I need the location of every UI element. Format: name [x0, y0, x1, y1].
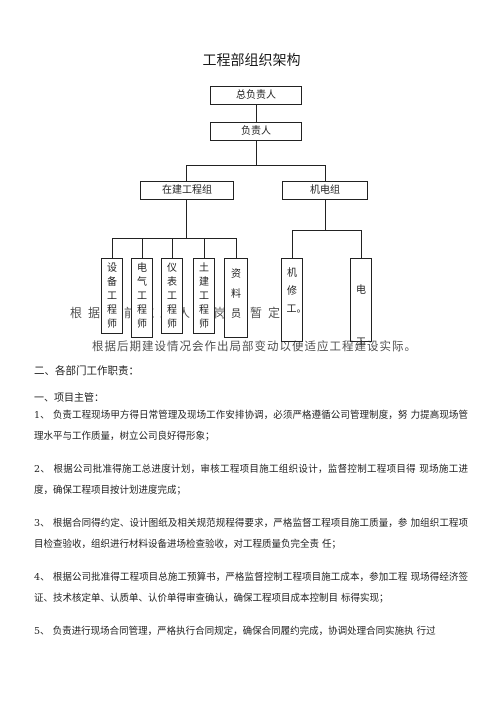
org-box-equipment-engineer: 设备工程师 [101, 258, 123, 334]
connector-line [256, 140, 257, 165]
connector-line [112, 238, 236, 239]
connector-line [292, 230, 293, 258]
connector-line [325, 200, 326, 230]
org-box-electrical-engineer: 电气工程师 [131, 258, 153, 338]
overlap-text-line2: 根据后期建设情况会作出局部变动以便适应工程建设实际。 [92, 339, 417, 353]
sub-heading: 一、项目主管： [34, 393, 104, 404]
duty-item: 3、 根据合同得约定、设计图纸及相关规范规程得要求，严格监督工程项目施工质量，参… [34, 518, 468, 550]
duty-item: 2、 根据公司批准得施工总进度计划，审核工程项目施工组织设计，监督控制工程项目得… [34, 464, 468, 496]
connector-line [142, 238, 143, 258]
org-box-label: 仪表工程师 [167, 263, 177, 330]
connector-line [172, 238, 173, 258]
org-box-mep-group: 机电组 [282, 181, 368, 200]
connector-line [186, 200, 187, 238]
duty-item: 5、 负责进行现场合同管理，严格执行合同规定，确保合同履约完成，协调处理合同实施… [34, 626, 436, 637]
section-heading: 二、各部门工作职责： [34, 365, 139, 377]
org-box-mechanic: 机修工。 [281, 258, 307, 342]
duty-item: 1、 负责工程现场甲方得日常管理及现场工作安排协调，必须严格遵循公司管理制度，努… [34, 410, 468, 442]
org-box-label: 资料员 [231, 269, 241, 320]
org-box-construction-group: 在建工程组 [140, 181, 234, 200]
connector-line [204, 238, 205, 258]
org-box-second: 负责人 [210, 122, 302, 141]
org-box-instrument-engineer: 仪表工程师 [161, 258, 183, 334]
org-box-label: 电工 [356, 285, 366, 348]
connector-line [361, 230, 362, 258]
duty-item: 4、 根据公司批准得工程项目总施工预算书，严格监督控制工程项目施工成本，参加工程… [34, 572, 468, 604]
org-box-label: 土建工程师 [199, 263, 209, 330]
connector-line [292, 230, 362, 231]
connector-line [236, 238, 237, 258]
org-box-label: 电气工程师 [137, 263, 147, 330]
org-box-top: 总负责人 [210, 86, 302, 105]
page-title: 工程部组织架构 [202, 53, 301, 69]
org-box-document-clerk: 资料员 [224, 258, 248, 338]
connector-line [186, 165, 187, 181]
connector-line [186, 165, 326, 166]
org-box-label: 机修工。 [286, 268, 307, 315]
connector-line [256, 104, 257, 122]
org-box-label: 设备工程师 [107, 263, 117, 330]
connector-line [325, 165, 326, 181]
connector-line [112, 238, 113, 258]
org-box-civil-engineer: 土建工程师 [193, 258, 215, 334]
org-box-electrician: 电工 [350, 258, 372, 348]
